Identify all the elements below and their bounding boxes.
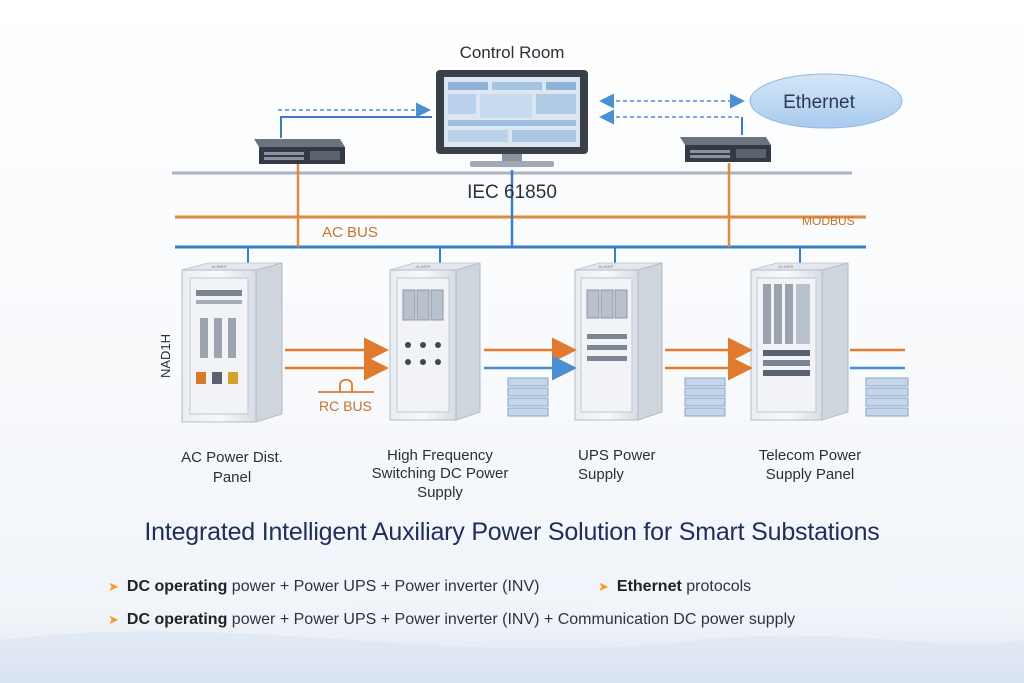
bullet-arrow-icon: ➤ xyxy=(108,579,119,594)
monitor-icon xyxy=(436,70,588,167)
ac-bus-label: AC BUS xyxy=(322,224,378,241)
ethernet-cloud xyxy=(749,73,903,129)
iec-label: IEC 61850 xyxy=(467,182,557,203)
bullet-2-lead: Ethernet xyxy=(616,578,682,595)
cabinet-3-tag: ALIMER xyxy=(599,264,614,269)
cabinet-ac-power-dist xyxy=(181,262,283,423)
bullet-2-rest: protocols xyxy=(681,578,752,595)
cabinet-2-caption-line2: Switching DC Power xyxy=(372,465,509,482)
cabinet-3-caption-line1: UPS Power xyxy=(578,447,656,464)
bullet-3-rest: power + Power UPS + Power inverter (INV)… xyxy=(227,611,796,628)
cabinet-telecom xyxy=(750,262,849,421)
server-stack-icon-3 xyxy=(865,377,909,417)
bullet-arrow-icon: ➤ xyxy=(108,612,119,627)
cabinet-2-caption-line3: Supply xyxy=(417,484,463,501)
cabinet-2-tag: ALIMER xyxy=(416,264,431,269)
cabinet-1-caption-line2: Panel xyxy=(213,469,251,486)
bullet-arrow-icon: ➤ xyxy=(598,579,609,594)
network-switch-right-icon xyxy=(680,137,771,162)
ethernet-label: Ethernet xyxy=(783,92,856,113)
modbus-label: MODBUS xyxy=(802,214,855,228)
bullet-2: ➤ Ethernet protocols xyxy=(598,578,751,596)
background-wave xyxy=(0,631,1024,683)
rc-bus-coil-icon xyxy=(339,378,353,392)
cabinet-ups xyxy=(574,262,663,421)
control-room-label: Control Room xyxy=(460,43,565,62)
bullet-3-lead: DC operating xyxy=(126,611,228,628)
bullet-1: ➤ DC operating power + Power UPS + Power … xyxy=(108,578,539,596)
cabinet-4-caption-line1: Telecom Power xyxy=(759,447,862,464)
cabinet-3-caption-line2: Supply xyxy=(578,466,624,483)
cabinet-dc-power xyxy=(389,262,481,421)
side-label: NAD1H xyxy=(158,334,173,378)
network-switch-left-icon xyxy=(254,139,345,164)
bullet-1-lead: DC operating xyxy=(126,578,228,595)
cabinet-4-caption-line2: Supply Panel xyxy=(766,466,854,483)
page-title: Integrated Intelligent Auxiliary Power S… xyxy=(144,518,880,546)
switch-monitor-link xyxy=(280,116,432,138)
cabinet-4-tag: ALIMER xyxy=(779,264,794,269)
cabinet-1-tag: ALIMER xyxy=(212,264,227,269)
bullet-3: ➤ DC operating power + Power UPS + Power … xyxy=(108,611,795,629)
server-stack-icon-1 xyxy=(507,377,549,417)
server-stack-icon-2 xyxy=(684,377,726,417)
rc-bus-label: RC BUS xyxy=(319,398,372,414)
bullet-1-rest: power + Power UPS + Power inverter (INV) xyxy=(227,578,540,595)
cabinet-1-caption-line1: AC Power Dist. xyxy=(181,449,283,466)
cabinet-2-caption-line1: High Frequency xyxy=(387,447,493,464)
